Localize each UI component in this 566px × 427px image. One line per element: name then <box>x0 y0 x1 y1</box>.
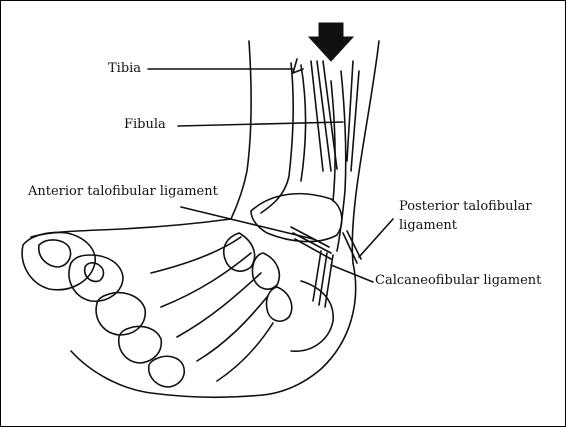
label-calcaneofibular-ligament: Calcaneofibular ligament <box>375 273 542 288</box>
atfl-leader-line <box>180 206 314 240</box>
anterior-talofibular-ligament <box>290 226 332 260</box>
label-posterior-talofibular-ligament-line2: ligament <box>399 218 458 233</box>
toe-5 <box>147 355 185 388</box>
toe-4 <box>117 325 163 364</box>
foot-sole <box>70 350 264 398</box>
heel-outline <box>262 262 357 396</box>
tibia-bone <box>260 62 294 214</box>
calcaneus-bone <box>290 280 334 352</box>
leg-posterior-outline <box>351 40 380 264</box>
toe-2 <box>68 254 124 302</box>
label-fibula: Fibula <box>124 117 166 132</box>
label-anterior-talofibular-ligament: Anterior talofibular ligament <box>28 184 218 199</box>
cfl-leader-line <box>330 264 374 283</box>
leg-anterior-outline <box>230 40 252 220</box>
posterior-talofibular-ligament <box>342 230 362 264</box>
label-posterior-talofibular-ligament-line1: Posterior talofibular <box>399 199 532 214</box>
down-arrow-icon <box>307 22 355 62</box>
ptfl-leader-line <box>358 218 394 258</box>
calcaneofibular-ligament <box>312 250 334 308</box>
label-tibia: Tibia <box>108 61 142 76</box>
fibula-leader-line <box>177 121 344 127</box>
foot-dorsum <box>30 218 232 238</box>
toe-3 <box>95 291 146 336</box>
big-toe-nail <box>37 239 72 268</box>
talus-bone <box>250 192 343 243</box>
